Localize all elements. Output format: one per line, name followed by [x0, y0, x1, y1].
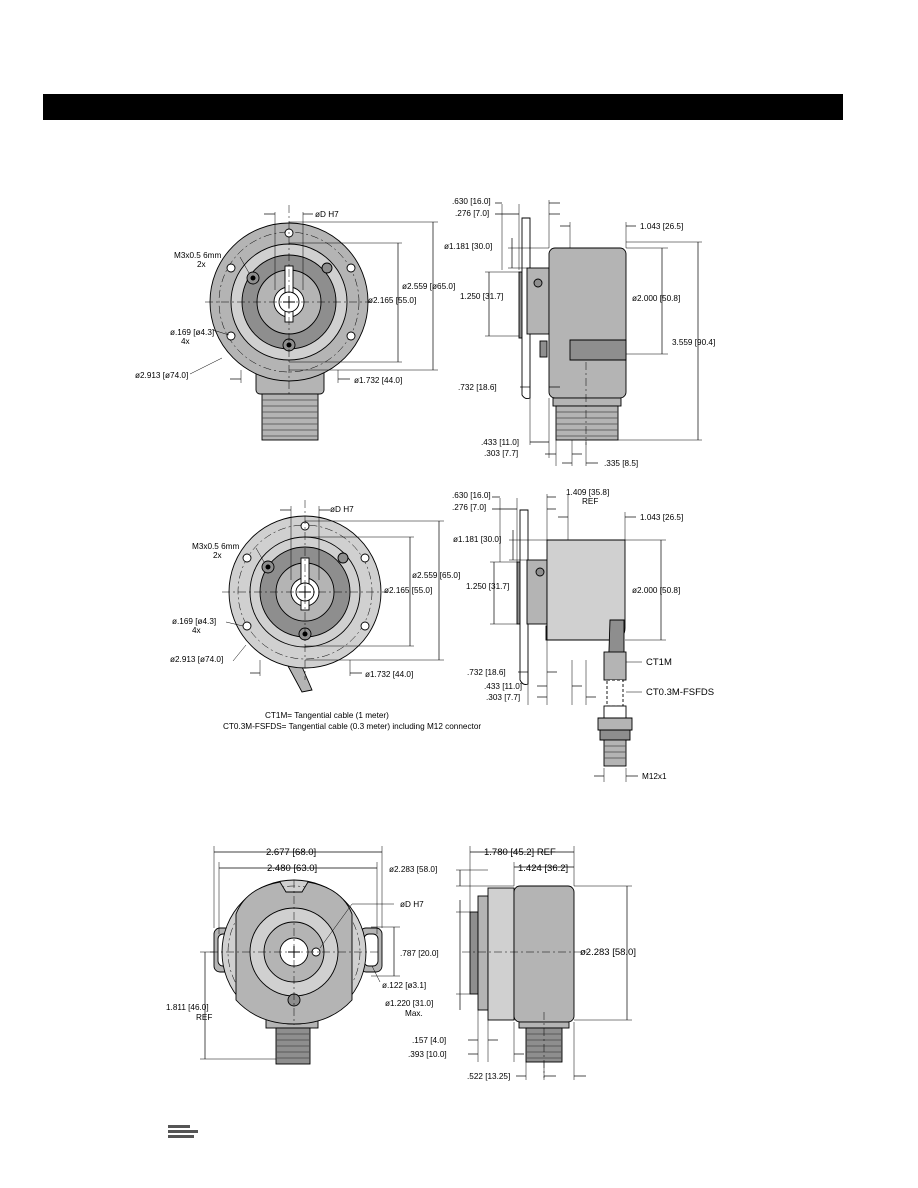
- d3-front-h2: 1.811 [46.0]: [166, 1003, 209, 1012]
- d2-side-d9: .433 [11.0]: [484, 682, 522, 691]
- drawing-1-side-view: [485, 200, 702, 466]
- footer-logo-icon: [168, 1125, 198, 1143]
- d2-front-dia-c: ø1.732 [44.0]: [365, 670, 413, 679]
- d1-side-d2: .276 [7.0]: [455, 209, 489, 218]
- d1-front-dh7: øD H7: [315, 210, 339, 219]
- d1-side-d11: .335 [8.5]: [604, 459, 638, 468]
- d1-front-screw-qty: 2x: [197, 260, 206, 269]
- d2-side-d5: 1.250 [31.7]: [466, 582, 509, 591]
- d2-front-hole-qty: 4x: [192, 626, 201, 635]
- header-bar: [43, 94, 843, 120]
- d1-front-bolt-circle: ø2.913 [ø74.0]: [135, 371, 188, 380]
- d1-side-d5: 1.250 [31.7]: [460, 292, 503, 301]
- d2-side-m12: M12x1: [642, 772, 667, 781]
- d2-side-dref: 1.409 [35.8]: [566, 488, 609, 497]
- d2-front-hole: ø.169 [ø4.3]: [172, 617, 216, 626]
- d1-side-d4: ø1.181 [30.0]: [444, 242, 492, 251]
- d2-side-ct03: CT0.3M-FSFDS: [646, 687, 714, 698]
- d3-front-dh7: øD H7: [400, 900, 424, 909]
- drawing-2-side-view: [490, 494, 666, 782]
- d3-side-d6: .157 [4.0]: [412, 1036, 446, 1045]
- d1-side-d10: .303 [7.7]: [484, 449, 518, 458]
- d3-side-d5: ø1.220 [31.0]: [385, 999, 433, 1008]
- drawing-2-front-view: [222, 500, 444, 693]
- drawing-3-side-view: [456, 846, 632, 1080]
- d2-note-1: CT1M= Tangential cable (1 meter): [265, 711, 389, 720]
- d3-side-max: Max.: [405, 1009, 423, 1018]
- d3-side-d3: 1.424 [36.2]: [518, 863, 568, 874]
- d1-front-hole: ø.169 [ø4.3]: [170, 328, 214, 337]
- d1-side-d3: 1.043 [26.5]: [640, 222, 683, 231]
- d2-front-dia-a: ø2.559 [65.0]: [412, 571, 460, 580]
- d3-front-w1: 2.677 [68.0]: [266, 847, 316, 858]
- d1-side-d6: ø2.000 [50.8]: [632, 294, 680, 303]
- d1-side-d7: 3.559 [90.4]: [672, 338, 715, 347]
- d1-side-d8: .732 [18.6]: [458, 383, 497, 392]
- d2-side-d3: 1.043 [26.5]: [640, 513, 683, 522]
- d3-side-d2: 1.780 [45.2] REF: [484, 847, 556, 858]
- d2-side-d1: .630 [16.0]: [452, 491, 491, 500]
- d2-front-screw: M3x0.5 6mm: [192, 542, 239, 551]
- d2-side-d8: .732 [18.6]: [467, 668, 506, 677]
- d1-front-screw: M3x0.5 6mm: [174, 251, 221, 260]
- d2-front-dh7: øD H7: [330, 505, 354, 514]
- d2-side-ct1m: CT1M: [646, 657, 672, 668]
- drawing-3-front-view: [200, 846, 400, 1065]
- d3-front-ref: REF: [196, 1013, 212, 1022]
- d2-front-screw-qty: 2x: [213, 551, 222, 560]
- d3-side-d8: .522 [13.25]: [467, 1072, 510, 1081]
- d3-side-d4: ø2.283 [58.0]: [580, 947, 636, 958]
- d3-side-d1: ø2.283 [58.0]: [389, 865, 437, 874]
- d2-side-d4: ø1.181 [30.0]: [453, 535, 501, 544]
- d3-side-d7: .393 [10.0]: [408, 1050, 447, 1059]
- d1-front-dia-c: ø1.732 [44.0]: [354, 376, 402, 385]
- d1-side-d9: .433 [11.0]: [481, 438, 519, 447]
- d1-front-dia-a: ø2.559 [ø65.0]: [402, 282, 455, 291]
- d2-note-2: CT0.3M-FSFDS= Tangential cable (0.3 mete…: [223, 722, 481, 731]
- d1-front-dia-b: ø2.165 [55.0]: [368, 296, 416, 305]
- drawing-1-front-view: [189, 205, 438, 441]
- d2-side-d6: ø2.000 [50.8]: [632, 586, 680, 595]
- d1-front-hole-qty: 4x: [181, 337, 190, 346]
- d2-side-d10: .303 [7.7]: [486, 693, 520, 702]
- d3-front-w2: 2.480 [63.0]: [267, 863, 317, 874]
- d3-front-hole: ø.122 [ø3.1]: [382, 981, 426, 990]
- d2-side-ref: REF: [582, 497, 598, 506]
- d1-side-d1: .630 [16.0]: [452, 197, 491, 206]
- d2-front-bolt-circle: ø2.913 [ø74.0]: [170, 655, 223, 664]
- d3-front-h1: .787 [20.0]: [400, 949, 439, 958]
- d2-side-d2: .276 [7.0]: [452, 503, 486, 512]
- d2-front-dia-b: ø2.165 [55.0]: [384, 586, 432, 595]
